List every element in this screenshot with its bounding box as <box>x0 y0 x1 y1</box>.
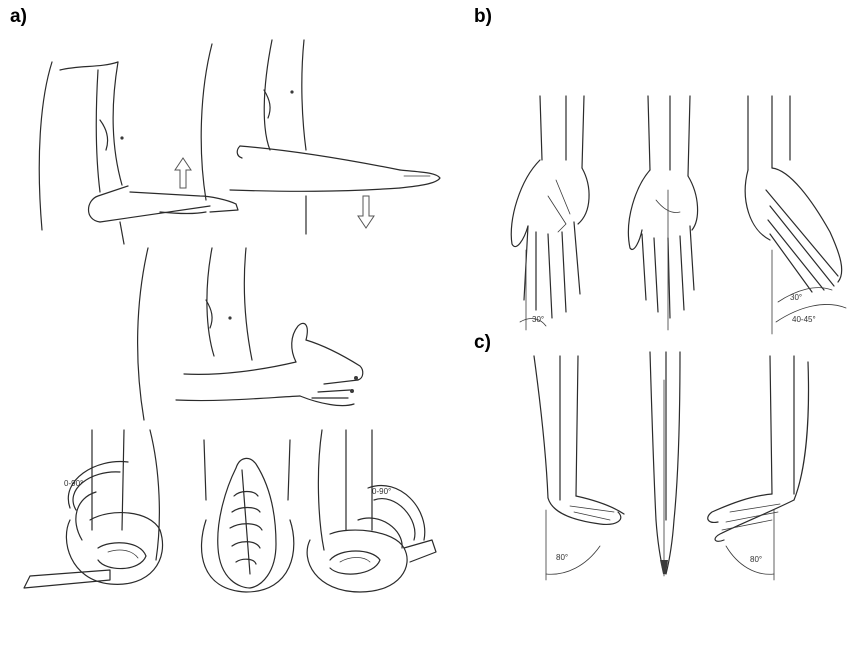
wrist-extension: 80° <box>708 356 809 580</box>
supination-angle-label: 0-90° <box>64 479 83 488</box>
panel-a-figures: 0-90° 0-90° <box>24 40 440 592</box>
panel-c-figures: 80° 80° <box>534 352 808 580</box>
flexion-angle-label: 80° <box>556 553 568 562</box>
wrist-neutral-side <box>650 352 680 576</box>
forearm-pronation-view: 0-90° <box>307 430 436 592</box>
torso-flexed-elbow <box>39 62 238 244</box>
ulnar-outer-angle-label: 40-45° <box>792 315 816 324</box>
hand-ulnar-deviation: 30° 40-45° <box>745 96 846 334</box>
torso-extended-arm <box>201 40 440 234</box>
torso-thumb-up <box>138 248 363 420</box>
hand-neutral <box>628 96 697 330</box>
hand-radial-deviation: 30° <box>511 96 589 330</box>
wrist-flexion: 80° <box>534 356 624 580</box>
ulnar-inner-angle-label: 30° <box>790 293 802 302</box>
forearm-neutral-view <box>202 440 294 592</box>
pronation-angle-label: 0-90° <box>372 487 391 496</box>
radial-angle-label: 30° <box>532 315 544 324</box>
extension-angle-label: 80° <box>750 555 762 564</box>
panel-b-figures: 30° 30° 40-45° <box>511 96 846 334</box>
forearm-supination-view: 0-90° <box>24 430 163 588</box>
